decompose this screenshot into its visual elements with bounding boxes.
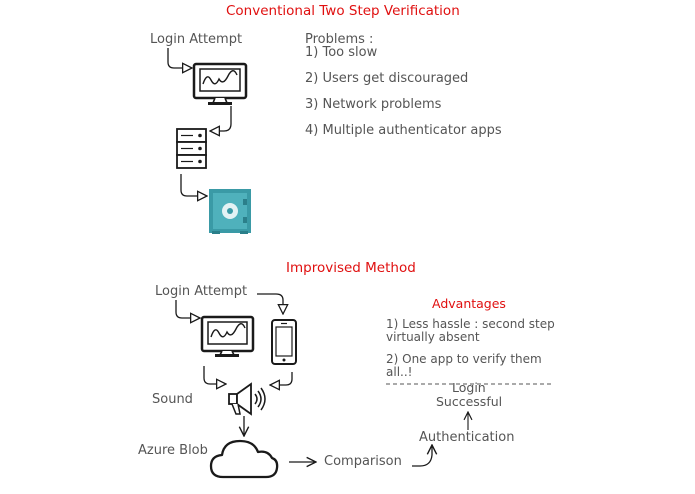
top-login-attempt-label: Login Attempt: [150, 32, 243, 47]
top-title: Conventional Two Step Verification: [226, 3, 460, 19]
monitor-icon: [200, 315, 255, 357]
safe-icon: [209, 189, 251, 234]
connector-monitor-to-server: [210, 106, 232, 131]
speaker-icon: [228, 382, 266, 416]
connector-monitor-to-speaker: [203, 366, 226, 384]
connector-login2-to-phone: [257, 293, 283, 314]
cloud-icon: [209, 439, 279, 479]
problem-item: 3) Network problems: [305, 97, 442, 112]
advantage-item-2-line2: all..!: [386, 365, 413, 379]
bottom-title: Improvised Method: [286, 260, 416, 276]
advantages-heading: Advantages: [432, 296, 506, 311]
comparison-label: Comparison: [324, 454, 402, 469]
authentication-label: Authentication: [419, 430, 515, 445]
azure-blob-label: Azure Blob: [138, 443, 208, 458]
problem-item: 4) Multiple authenticator apps: [305, 123, 502, 138]
bottom-login-attempt-label: Login Attempt: [155, 284, 248, 299]
login-successful-label-line2: Successful: [436, 394, 503, 409]
monitor-icon: [192, 62, 248, 105]
advantage-item-1-line2: virtually absent: [386, 330, 480, 344]
login-successful-label-line1: Login: [452, 380, 486, 395]
smartphone-icon: [271, 319, 297, 365]
connector-server-to-safe: [180, 174, 207, 196]
problem-item: 1) Too slow: [305, 45, 378, 60]
connector-login2-to-monitor: [175, 300, 200, 318]
advantage-item-1-line1: 1) Less hassle : second step: [386, 317, 555, 331]
connector-phone-to-speaker: [270, 372, 293, 385]
problem-item: 2) Users get discouraged: [305, 71, 469, 86]
problems-heading: Problems :: [305, 32, 374, 47]
connector-login-to-monitor: [167, 48, 192, 68]
connector-comparison-to-authentication: [412, 445, 432, 467]
sound-label: Sound: [152, 392, 193, 407]
server-icon: [176, 128, 207, 169]
advantage-item-2-line1: 2) One app to verify them: [386, 352, 542, 366]
